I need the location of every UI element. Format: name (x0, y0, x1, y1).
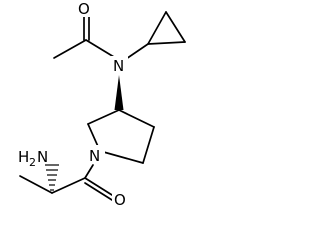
bond-ch3-carbonyl (53, 39, 87, 59)
bond-carbonyl-calpha (51, 177, 86, 194)
wedge-bond-n-c3 (114, 75, 124, 110)
atom-nh2-group: H 2 N (16, 146, 58, 169)
bond-c2-o-1 (84, 177, 113, 196)
bond-calpha-ch3 (19, 175, 53, 194)
bond-n-cyclopropyl (125, 43, 149, 60)
atom-o-amide: O (114, 191, 126, 209)
bond-ring-c4-c5 (142, 126, 155, 164)
atom-n-ring: N (89, 147, 100, 165)
atom-nh2-h: H (18, 148, 29, 166)
atom-nh2-n: N (37, 148, 48, 166)
bond-cp-2 (165, 11, 186, 43)
atom-nh2-subscript: 2 (29, 156, 36, 169)
molecule-diagram: O N N O H 2 N (16, 0, 186, 209)
structure-canvas: O N N O H 2 N (16, 0, 186, 209)
bond-cp-1 (147, 11, 167, 45)
atom-n-amide: N (113, 57, 124, 75)
bond-cp-3 (147, 41, 186, 45)
atom-o-acetyl: O (78, 0, 90, 18)
bond-ring-c5-n (99, 150, 144, 164)
bond-carbonyl-n (85, 39, 115, 58)
bond-n-carbonyl2 (84, 164, 94, 179)
hashed-wedge-calpha-nh2 (45, 164, 59, 191)
bond-ring-c2-c3 (87, 109, 120, 125)
bond-c2-o-2 (84, 182, 113, 201)
bond-ring-c3-c4 (118, 109, 155, 128)
